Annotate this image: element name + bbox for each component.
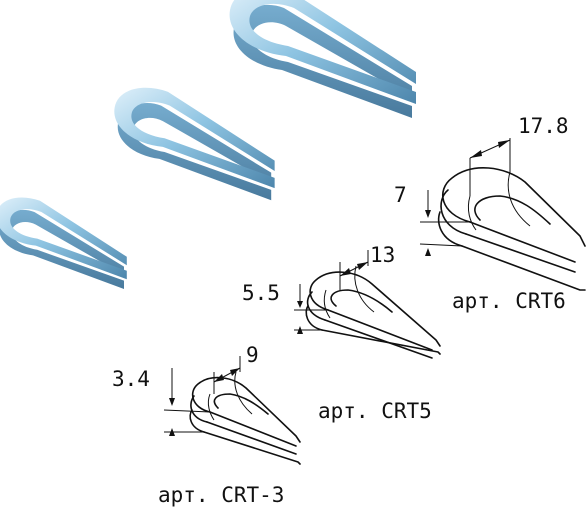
dimension-small-width: 9 [246, 343, 259, 367]
line-drawing-small [163, 356, 301, 465]
dimension-large-width: 17.8 [518, 114, 569, 138]
article-label-small: арт. CRT-3 [158, 483, 284, 507]
line-drawing-medium [294, 250, 441, 359]
dimension-small-height: 3.4 [112, 367, 150, 391]
article-label-medium: арт. CRT5 [318, 399, 432, 423]
dimension-medium-height: 5.5 [242, 281, 280, 305]
line-drawing-large [419, 138, 586, 291]
dimension-large-height: 7 [394, 183, 407, 207]
thimble-render-medium [114, 87, 275, 201]
thimble-render-small [0, 197, 127, 289]
thimble-render-large [229, 0, 416, 118]
article-label-large: арт. CRT6 [452, 289, 566, 313]
dimension-medium-width: 13 [370, 243, 395, 267]
